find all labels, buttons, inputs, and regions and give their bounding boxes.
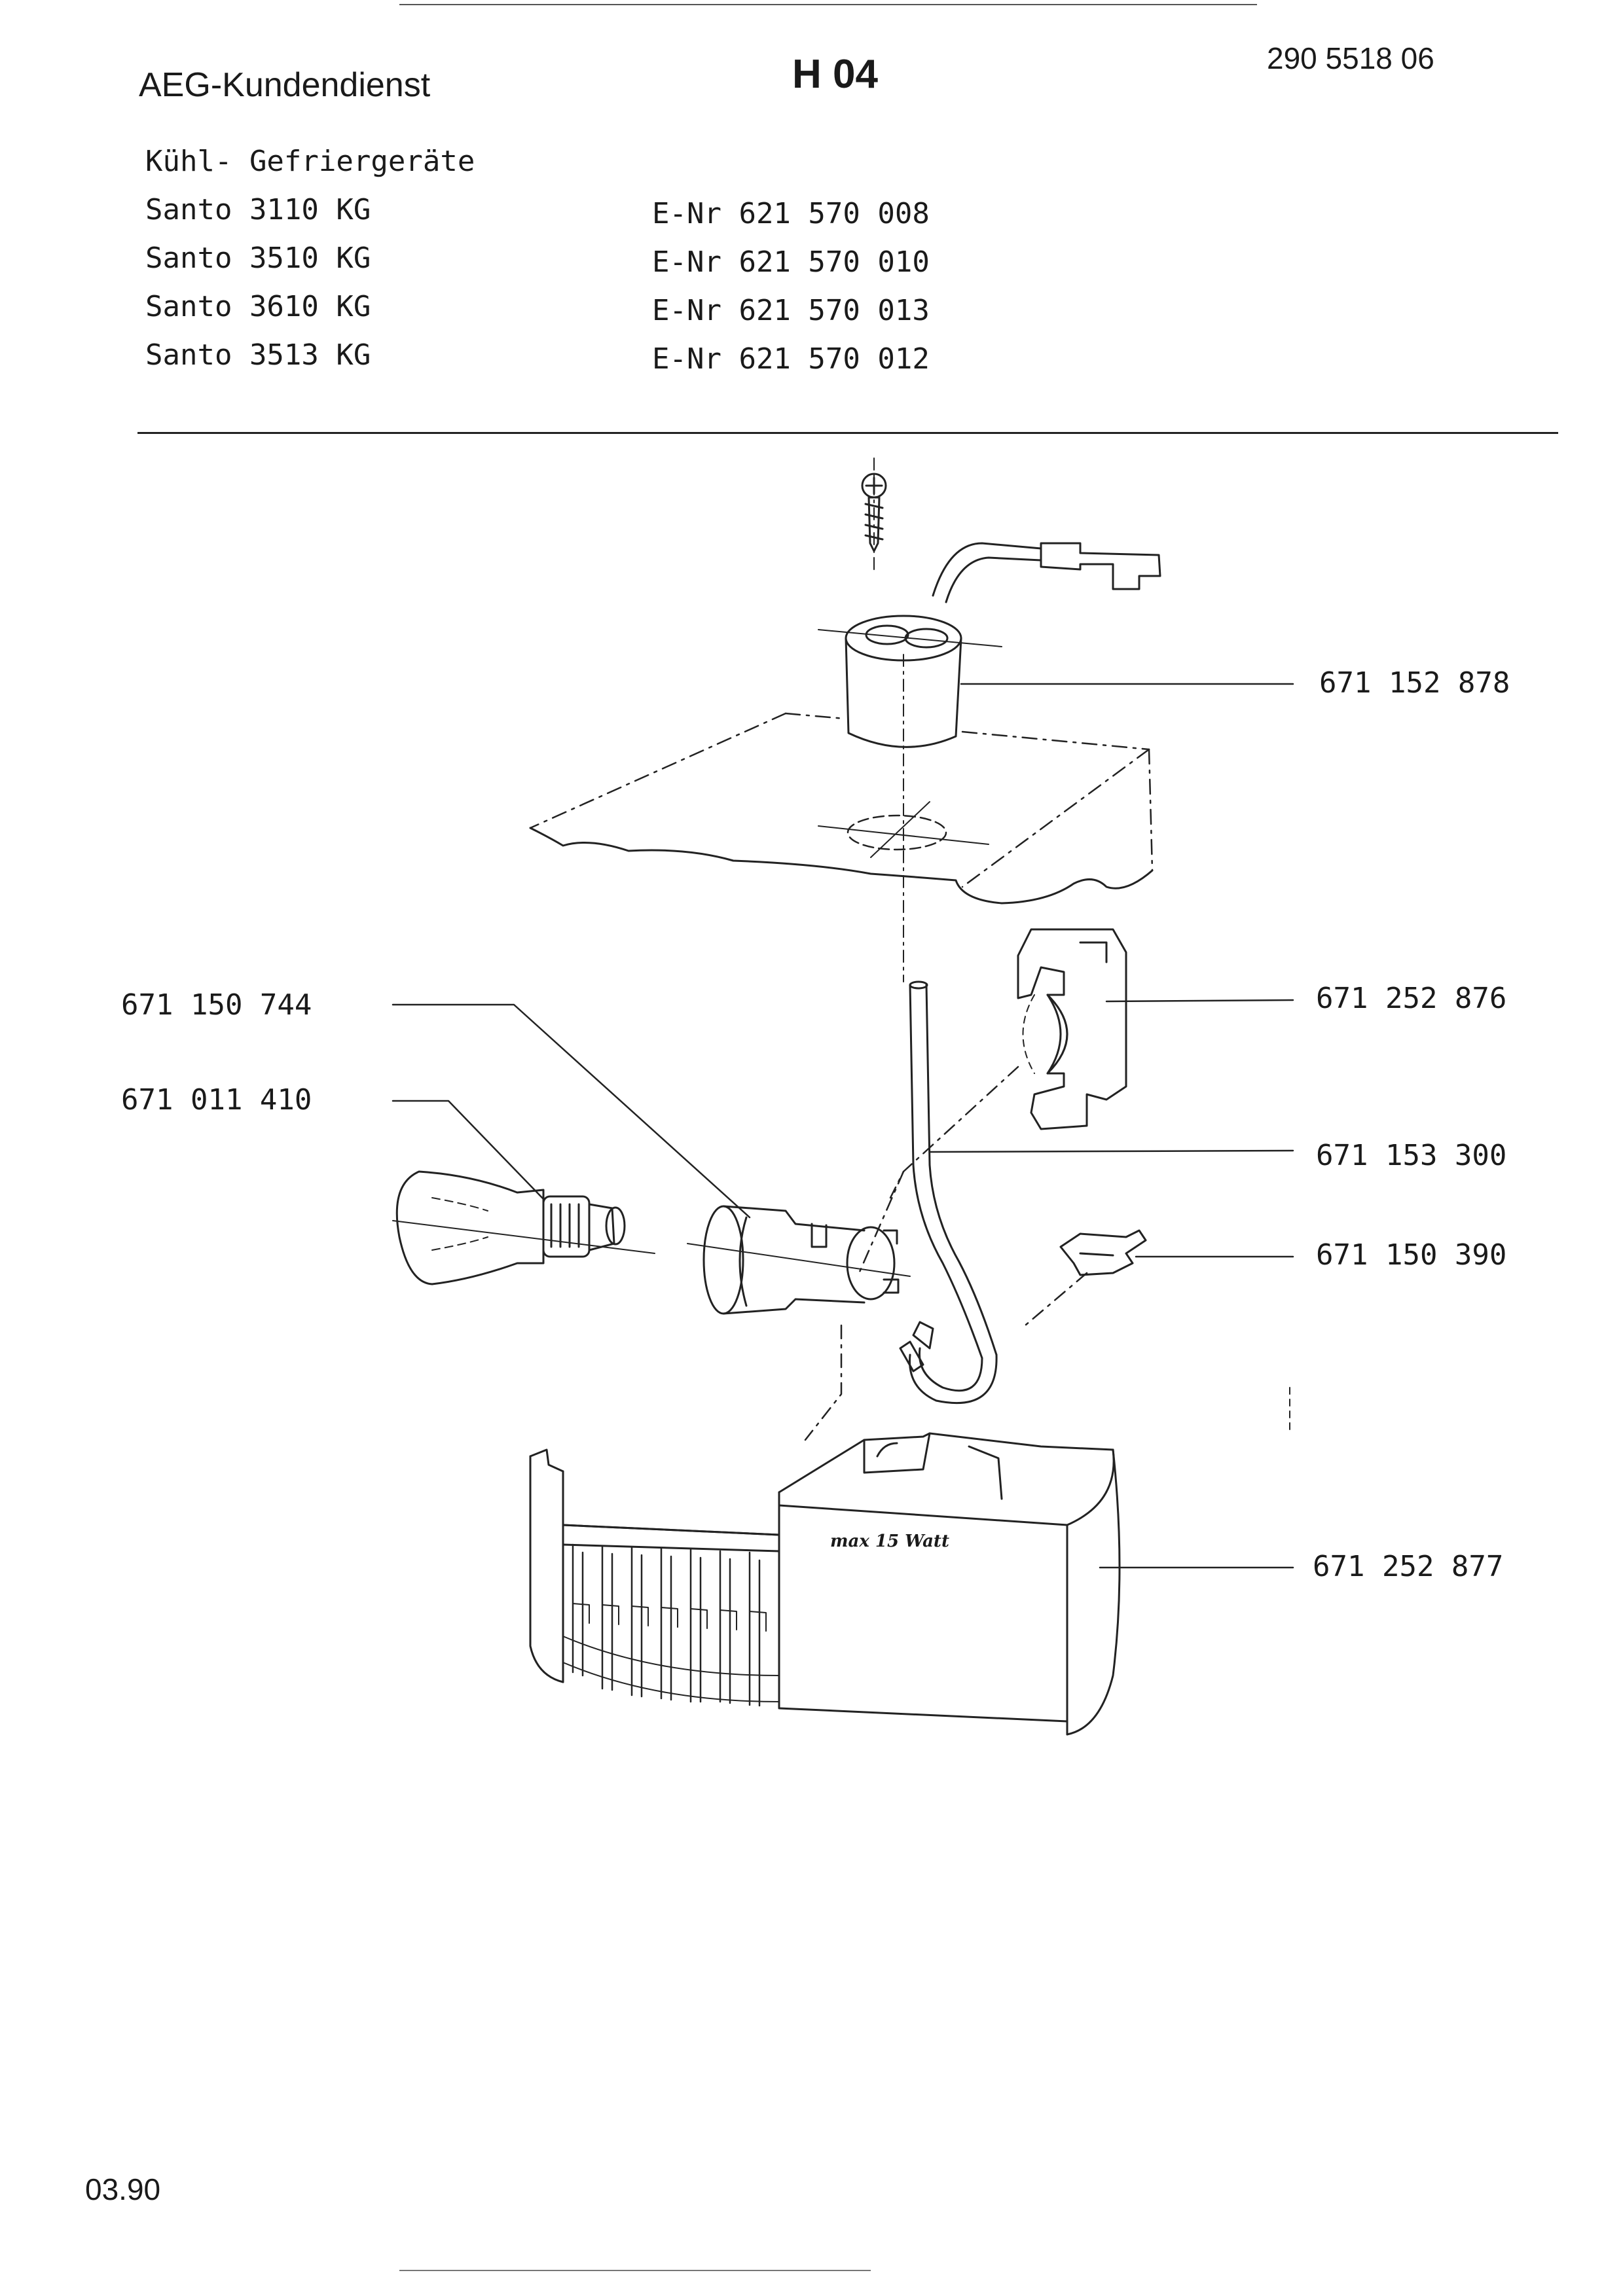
bottom-border-line <box>399 2270 871 2271</box>
top-lamp-holder <box>818 542 1161 852</box>
model-name: Santo 3513 KG <box>145 338 371 372</box>
clip-holder <box>1017 928 1127 1130</box>
assembly-guide <box>889 1066 1019 1199</box>
leader-line <box>392 1003 751 1219</box>
cover-rating-label: max 15 Watt <box>830 1532 949 1551</box>
page-code: H 04 <box>792 52 878 97</box>
document-number: 290 5518 06 <box>1267 41 1434 75</box>
leader-line <box>928 1149 1294 1153</box>
model-enr: E-Nr 621 570 012 <box>652 342 930 376</box>
part-number-clip-holder: 671 252 876 <box>1316 982 1507 1015</box>
cable <box>856 980 998 1405</box>
part-number-cable: 671 153 300 <box>1316 1139 1507 1172</box>
model-name: Santo 3610 KG <box>145 290 371 323</box>
model-enr: E-Nr 621 570 008 <box>652 197 930 230</box>
model-enr: E-Nr 621 570 010 <box>652 245 930 279</box>
model-list: Santo 3110 KG Santo 3510 KG Santo 3610 K… <box>145 186 371 380</box>
ceiling-plate-outline <box>529 712 1154 982</box>
enr-list: E-Nr 621 570 008 E-Nr 621 570 010 E-Nr 6… <box>652 190 930 384</box>
appliance-category: Kühl- Gefriergeräte <box>145 145 475 178</box>
leader-line <box>392 1100 545 1200</box>
model-enr: E-Nr 621 570 013 <box>652 294 930 327</box>
screw-icon <box>861 457 887 570</box>
header-rule <box>137 432 1558 434</box>
small-clip <box>1020 1229 1147 1330</box>
part-number-lamp-holder: 671 152 878 <box>1319 666 1510 700</box>
lamp-cover <box>529 1432 1121 1736</box>
part-number-lamp-cover: 671 252 877 <box>1313 1550 1504 1583</box>
revision-date: 03.90 <box>85 2172 161 2206</box>
part-number-bulb: 671 011 410 <box>121 1083 312 1117</box>
leader-line <box>1105 999 1294 1003</box>
part-number-socket: 671 150 744 <box>121 988 312 1022</box>
brand-title: AEG-Kundendienst <box>139 66 431 104</box>
model-name: Santo 3510 KG <box>145 242 371 275</box>
lamp-socket <box>687 1205 911 1441</box>
top-border-line <box>399 4 1257 5</box>
model-name: Santo 3110 KG <box>145 193 371 226</box>
part-number-small-clip: 671 150 390 <box>1316 1238 1507 1272</box>
light-bulb <box>392 1170 655 1285</box>
